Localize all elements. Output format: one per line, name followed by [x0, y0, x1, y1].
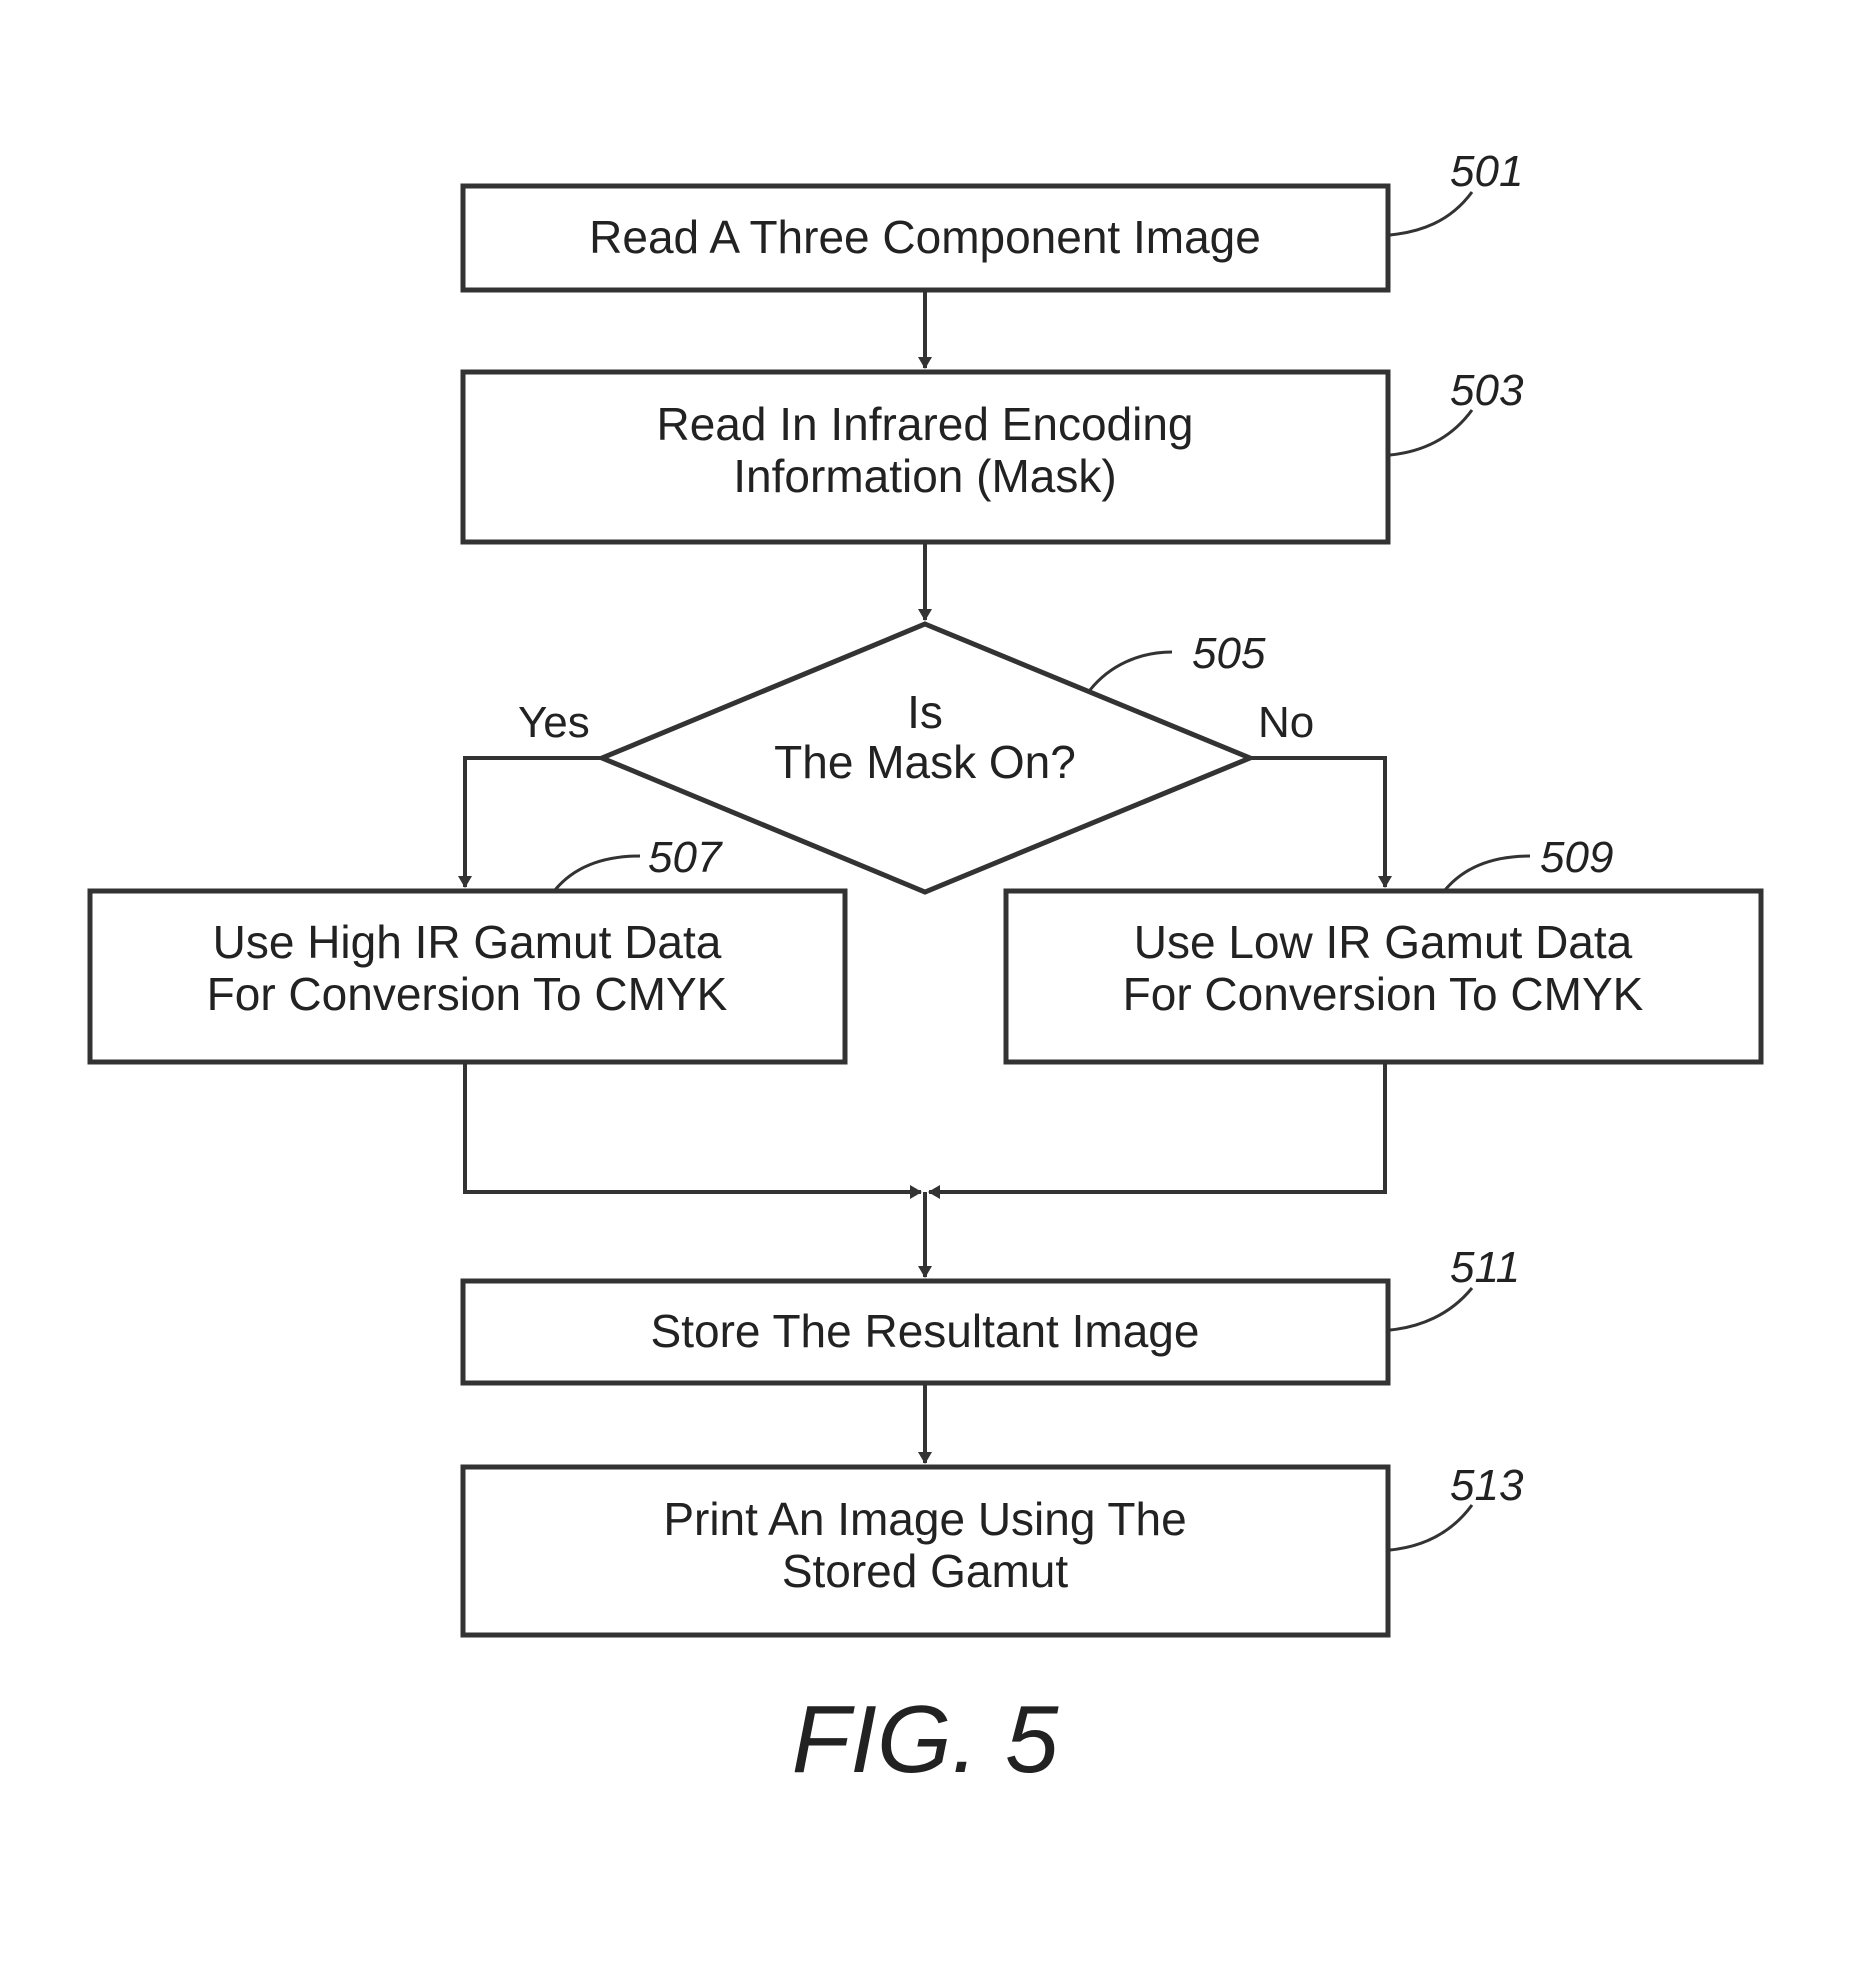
ref-numeral-505: 505 [1192, 629, 1266, 678]
ref-numeral-513: 513 [1450, 1461, 1524, 1510]
ref-numeral-511: 511 [1450, 1243, 1520, 1292]
step-505-line-1: Is [907, 686, 943, 738]
ref-numeral-503: 503 [1450, 366, 1524, 415]
step-511-line-1: Store The Resultant Image [651, 1305, 1200, 1357]
ref-numeral-509: 509 [1540, 833, 1613, 882]
branch-label-no: No [1258, 698, 1314, 747]
step-503-line-2: Information (Mask) [733, 450, 1116, 502]
leader-501 [1390, 192, 1472, 235]
connector-505-509-no [1250, 758, 1385, 887]
step-509-line-1: Use Low IR Gamut Data [1134, 916, 1633, 968]
step-507-line-2: For Conversion To CMYK [207, 968, 728, 1020]
step-513-line-2: Stored Gamut [782, 1545, 1069, 1597]
step-501: Read A Three Component Image [463, 186, 1388, 290]
connector-509-merge [929, 1062, 1385, 1192]
step-513: Print An Image Using The Stored Gamut [463, 1467, 1388, 1635]
step-503-line-1: Read In Infrared Encoding [656, 398, 1193, 450]
connector-507-merge [465, 1062, 921, 1192]
step-511: Store The Resultant Image [463, 1281, 1388, 1383]
leader-513 [1390, 1505, 1472, 1550]
branch-label-yes: Yes [518, 698, 590, 747]
leader-505 [1090, 652, 1172, 690]
step-509-line-2: For Conversion To CMYK [1123, 968, 1644, 1020]
leader-503 [1390, 410, 1472, 455]
step-507: Use High IR Gamut Data For Conversion To… [90, 891, 845, 1062]
leader-511 [1390, 1288, 1472, 1330]
ref-numeral-501: 501 [1450, 147, 1523, 196]
step-505-line-2: The Mask On? [774, 736, 1076, 788]
step-509: Use Low IR Gamut Data For Conversion To … [1006, 891, 1761, 1062]
step-503: Read In Infrared Encoding Information (M… [463, 372, 1388, 542]
step-507-line-1: Use High IR Gamut Data [213, 916, 722, 968]
leader-509 [1445, 856, 1530, 890]
ref-numeral-507: 507 [648, 833, 723, 882]
step-501-line-1: Read A Three Component Image [589, 211, 1261, 263]
figure-label: FIG. 5 [792, 1686, 1059, 1793]
step-513-line-1: Print An Image Using The [663, 1493, 1186, 1545]
leader-507 [555, 856, 640, 890]
